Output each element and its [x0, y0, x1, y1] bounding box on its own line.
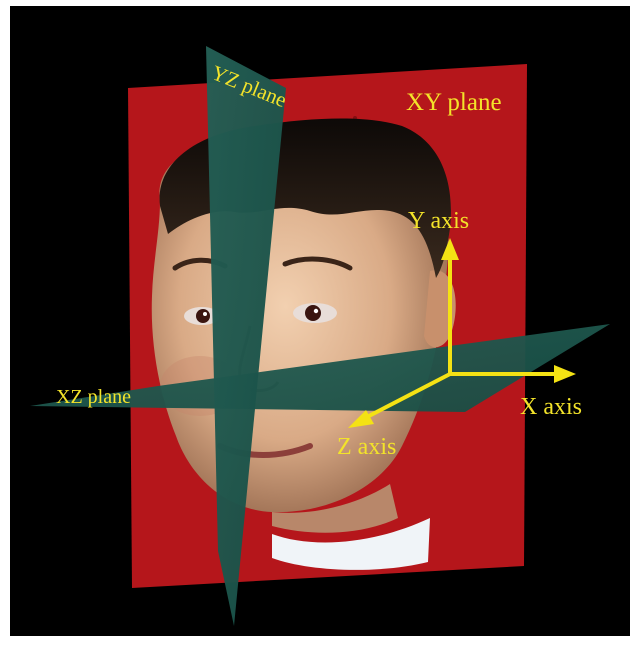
scan-scene: YZ plane XY plane XZ plane Y axis X axis…	[10, 6, 630, 636]
xy-plane-label: XY plane	[406, 89, 502, 116]
right-iris	[305, 305, 321, 321]
x-axis-label: X axis	[520, 394, 582, 420]
x-axis-arrowhead	[554, 365, 576, 383]
y-axis-label: Y axis	[408, 208, 469, 234]
xz-plane-label: XZ plane	[56, 386, 131, 408]
left-eye-highlight	[203, 312, 207, 316]
planes-diagram: YZ plane XY plane XZ plane Y axis X axis…	[10, 6, 630, 636]
z-axis-label: Z axis	[337, 434, 396, 460]
right-eye-highlight	[314, 309, 318, 313]
left-iris	[196, 309, 210, 323]
